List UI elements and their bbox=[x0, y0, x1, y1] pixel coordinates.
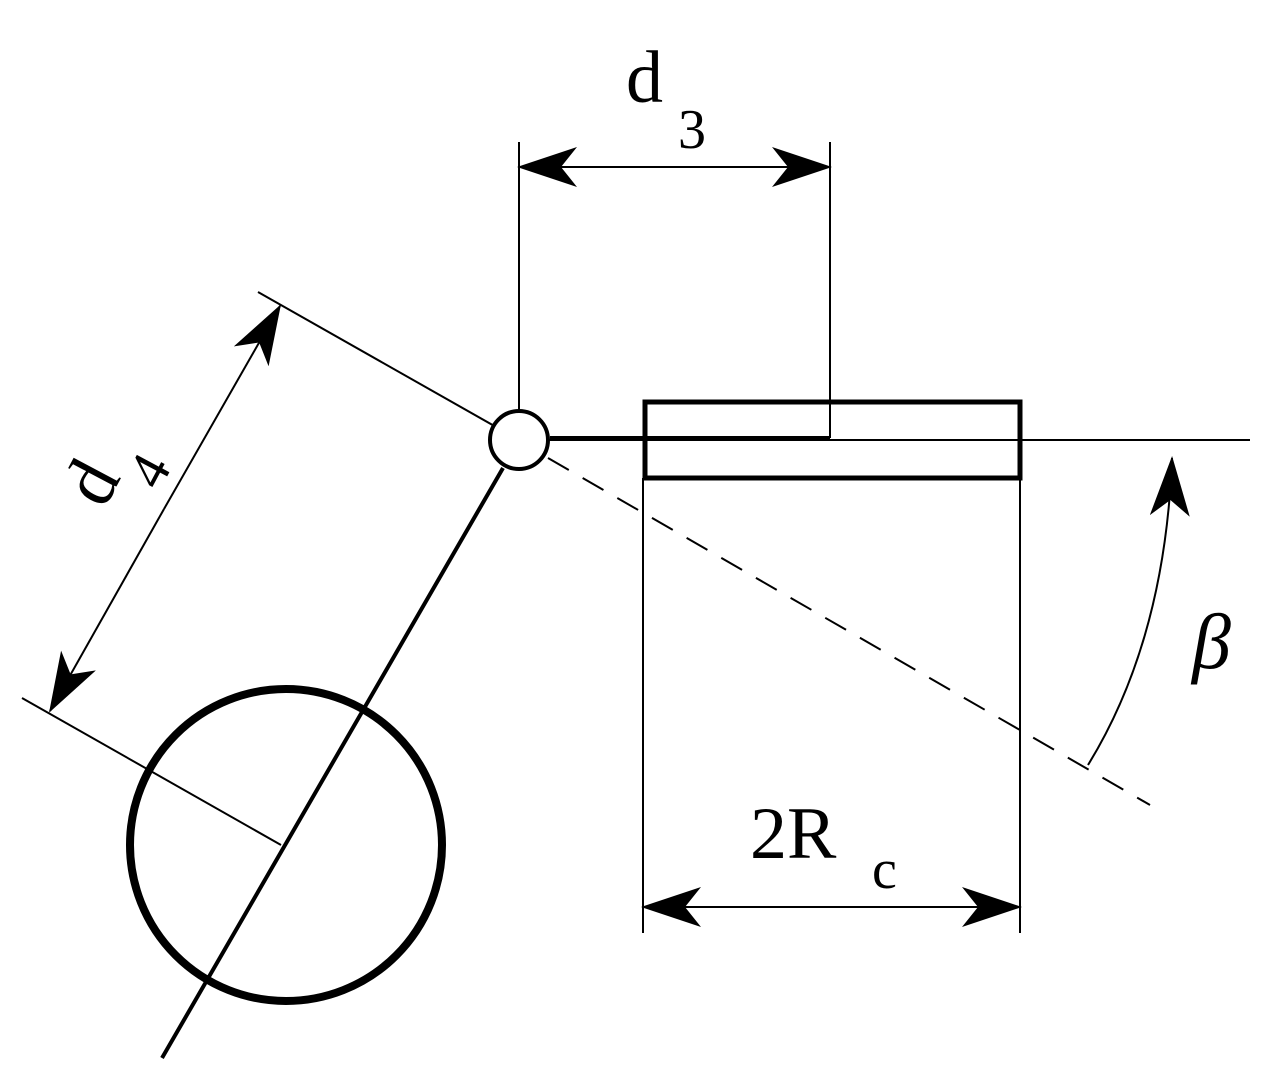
rc-label-main: 2R bbox=[750, 793, 837, 875]
d4-extension-top bbox=[257, 291, 520, 441]
rod-line bbox=[160, 466, 505, 1060]
dashed-incline-line bbox=[547, 457, 1151, 806]
d4-dimension-arrow-down bbox=[49, 508, 165, 713]
beta-label: β bbox=[1190, 598, 1231, 685]
d3-label-sub: 3 bbox=[678, 99, 706, 161]
large-circle bbox=[126, 685, 446, 1005]
d3-label-main: d bbox=[626, 37, 663, 119]
rectangle-bar bbox=[642, 399, 1023, 481]
d4-dimension-arrow-up bbox=[163, 304, 281, 510]
pivot-circle bbox=[488, 409, 550, 471]
rc-label-sub: c bbox=[872, 839, 897, 901]
beta-angle-arc bbox=[1087, 456, 1190, 766]
